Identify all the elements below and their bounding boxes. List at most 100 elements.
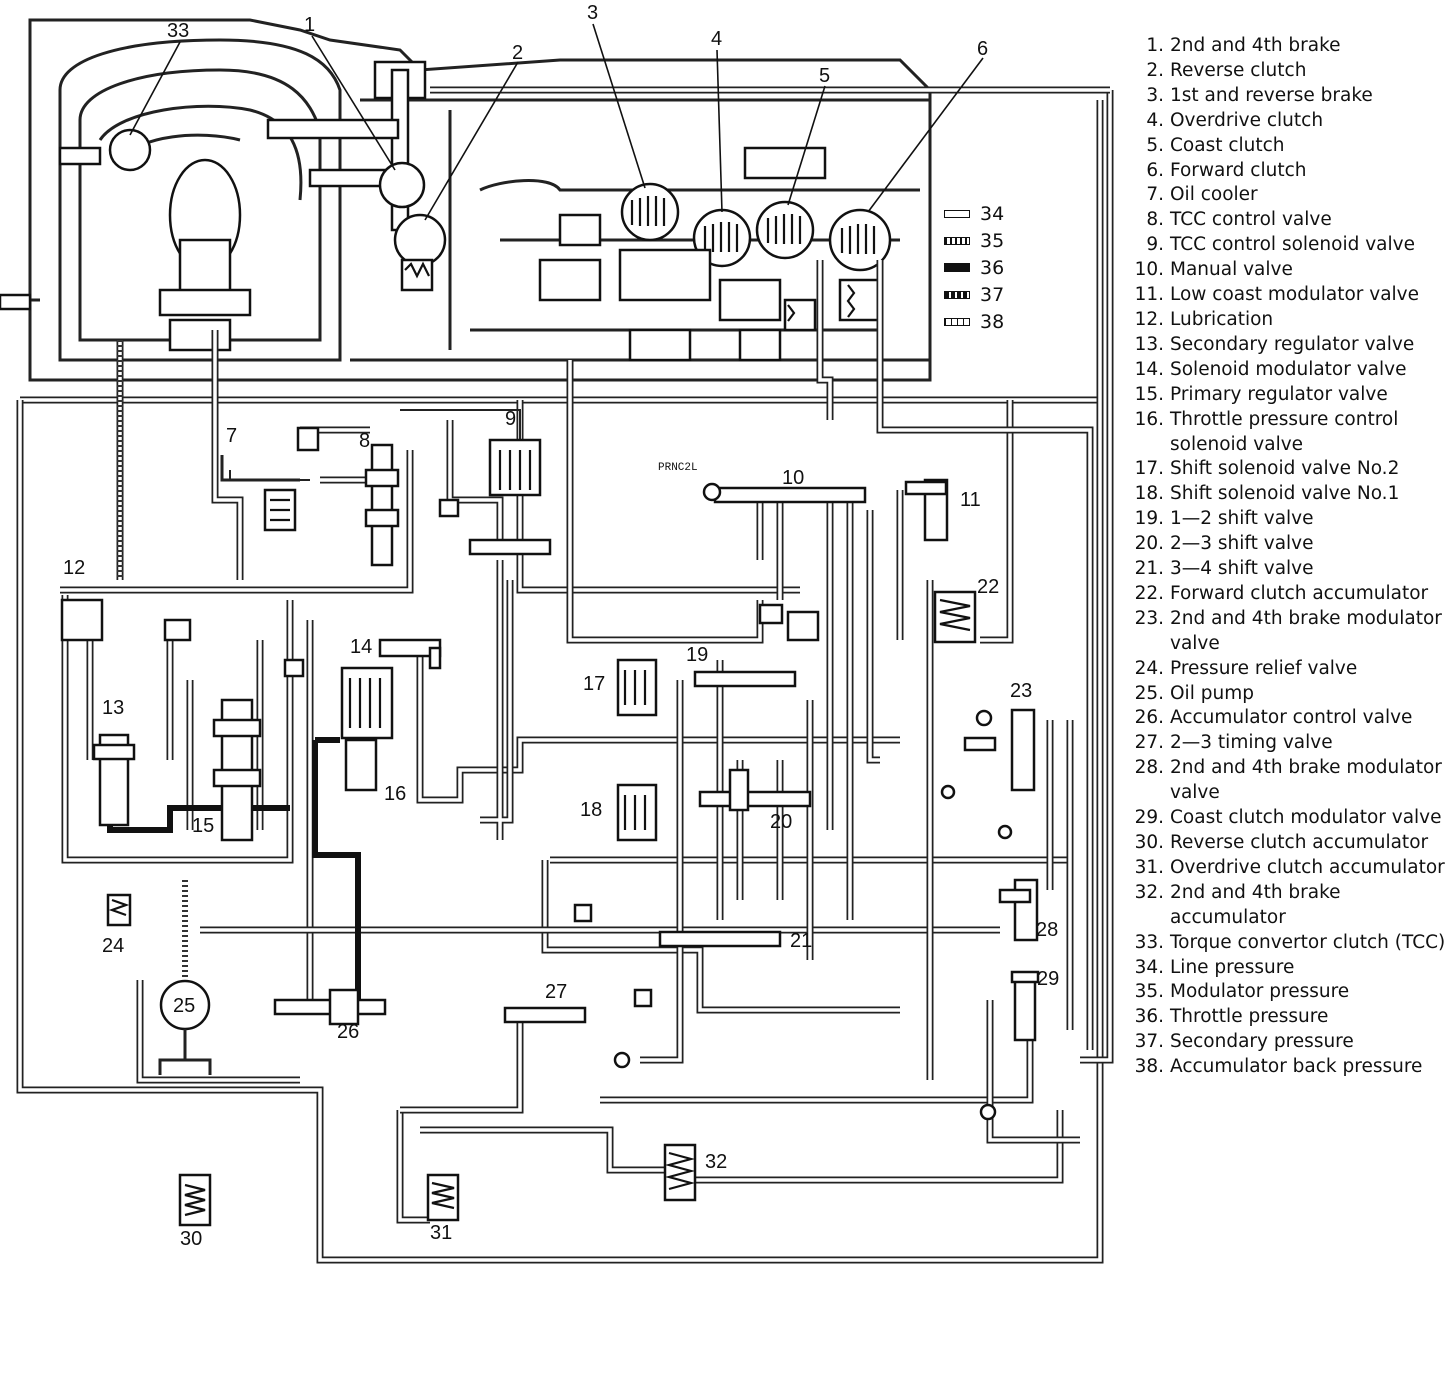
component-throttle-solenoid	[340, 666, 394, 792]
callout-17: 17	[583, 673, 605, 695]
legend-number: 32.	[1134, 881, 1164, 903]
component-forward-clutch-accumulator	[933, 590, 977, 644]
legend-text: 2—3 shift valve	[1170, 533, 1314, 555]
pressure-key-row: 37	[944, 281, 1004, 308]
pressure-key-number: 36	[980, 256, 1005, 279]
legend-text: Line pressure	[1170, 956, 1295, 978]
callout-30: 30	[180, 1228, 202, 1250]
pressure-swatch	[944, 209, 970, 218]
component-secondary-regulator	[92, 733, 136, 827]
pressure-key-number: 37	[980, 283, 1005, 306]
pressure-swatch	[944, 317, 970, 326]
legend-item: 30. Reverse clutch accumulator	[1120, 831, 1450, 856]
callout-29: 29	[1037, 968, 1059, 990]
legend-text: Reverse clutch	[1170, 59, 1307, 81]
pressure-key-number: 35	[980, 229, 1005, 252]
component-shift-valve-34	[658, 930, 782, 948]
legend-number: 22.	[1134, 582, 1164, 604]
legend-text: 2nd and 4th brake	[1170, 35, 1341, 56]
component-oil-pump	[158, 979, 212, 1075]
pressure-key-row: 34	[944, 200, 1004, 227]
component-brake-accumulator-32	[663, 1143, 697, 1202]
pump-suction-line	[117, 340, 188, 990]
legend-item: 28.2nd and 4th brake modulator valve	[1120, 756, 1450, 806]
diagram-svg: PRNC2L 33 1 2 3 4 5 6 7 8 9 10 11 12 13 …	[0, 2, 1114, 1264]
callout-4: 4	[711, 28, 722, 50]
legend-item: 4. Overdrive clutch	[1120, 109, 1450, 134]
legend-number: 9.	[1146, 234, 1164, 256]
legend-text: TCC control solenoid valve	[1170, 234, 1415, 256]
clutch-packs	[108, 128, 892, 292]
callout-1: 1	[304, 14, 315, 36]
legend-item: 5. Coast clutch	[1120, 134, 1450, 159]
callout-2: 2	[512, 42, 523, 64]
legend-number: 25.	[1134, 682, 1164, 704]
legend-text: Manual valve	[1170, 259, 1293, 281]
legend-number: 33.	[1134, 931, 1164, 953]
legend-number: 35.	[1134, 981, 1164, 1003]
callout-27: 27	[545, 981, 567, 1003]
legend-item: 38.Accumulator back pressure	[1120, 1055, 1450, 1080]
legend-number: 19.	[1134, 508, 1164, 530]
legend-number: 2.	[1146, 59, 1164, 81]
component-lubrication-block	[60, 598, 192, 642]
legend-number: 10.	[1134, 259, 1164, 281]
pressure-key-row: 36	[944, 254, 1004, 281]
callout-31: 31	[430, 1222, 452, 1244]
callout-25: 25	[173, 995, 195, 1017]
legend-number: 31.	[1134, 856, 1164, 878]
component-tcc-solenoid	[438, 438, 552, 556]
legend-text: Reverse clutch accumulator	[1170, 832, 1429, 853]
component-accumulator-control	[273, 988, 387, 1026]
callout-22: 22	[977, 576, 999, 598]
callout-32: 32	[705, 1151, 727, 1173]
legend-item: 18.Shift solenoid valve No.1	[1120, 482, 1450, 507]
legend-text: Secondary regulator valve	[1170, 333, 1415, 355]
legend-text: Accumulator back pressure	[1170, 1056, 1423, 1078]
legend-text: Overdrive clutch	[1170, 109, 1324, 131]
legend-text: Coast clutch	[1170, 134, 1285, 156]
legend-number: 4.	[1146, 109, 1164, 131]
legend-text: Modulator pressure	[1170, 981, 1350, 1003]
legend-item: 31.Overdrive clutch accumulator	[1120, 856, 1450, 881]
legend-text: Torque convertor clutch (TCC)	[1170, 931, 1446, 953]
legend-text: Secondary pressure	[1170, 1031, 1354, 1053]
component-brake-modulator-28	[998, 878, 1039, 942]
legend-number: 8.	[1146, 209, 1164, 231]
component-low-coast-modulator	[904, 478, 949, 542]
legend-number: 13.	[1134, 333, 1164, 355]
selector-label: PRNC2L	[658, 462, 698, 474]
pressure-swatch	[944, 236, 970, 245]
legend-number: 6.	[1146, 159, 1164, 181]
legend-item: 36.Throttle pressure	[1120, 1005, 1450, 1030]
legend-item: 14.Solenoid modulator valve	[1120, 358, 1450, 383]
legend-text: 2nd and 4th brake modulator valve	[1170, 607, 1442, 654]
callout-16: 16	[384, 783, 406, 805]
legend-number: 29.	[1134, 807, 1164, 829]
callout-23: 23	[1010, 680, 1032, 702]
callout-20: 20	[770, 811, 792, 833]
legend-text: Oil pump	[1170, 682, 1254, 704]
legend-item: 17.Shift solenoid valve No.2	[1120, 457, 1450, 482]
component-reverse-clutch-accumulator	[178, 1173, 212, 1227]
legend-item: 1.2nd and 4th brake	[1120, 34, 1450, 59]
legend-number: 3.	[1146, 84, 1164, 106]
component-coast-clutch-modulator	[1010, 970, 1040, 1042]
component-solenoid-2	[616, 658, 658, 717]
callout-10: 10	[782, 467, 804, 489]
legend-text: Forward clutch	[1170, 159, 1307, 181]
legend-text: Shift solenoid valve No.2	[1170, 458, 1400, 480]
legend-item: 13. Secondary regulator valve	[1120, 333, 1450, 358]
legend-number: 30.	[1134, 832, 1164, 853]
legend-number: 5.	[1146, 134, 1164, 156]
callout-26: 26	[337, 1021, 359, 1043]
component-oil-cooler	[220, 426, 320, 532]
component-solenoid-1	[616, 783, 658, 842]
legend-text: Primary regulator valve	[1170, 383, 1388, 405]
pressure-key-number: 34	[980, 202, 1005, 225]
callout-12: 12	[63, 557, 85, 579]
component-overdrive-accumulator	[426, 1173, 460, 1222]
pressure-swatch	[944, 263, 970, 272]
legend-item: 32.2nd and 4th brake accumulator	[1120, 881, 1450, 931]
